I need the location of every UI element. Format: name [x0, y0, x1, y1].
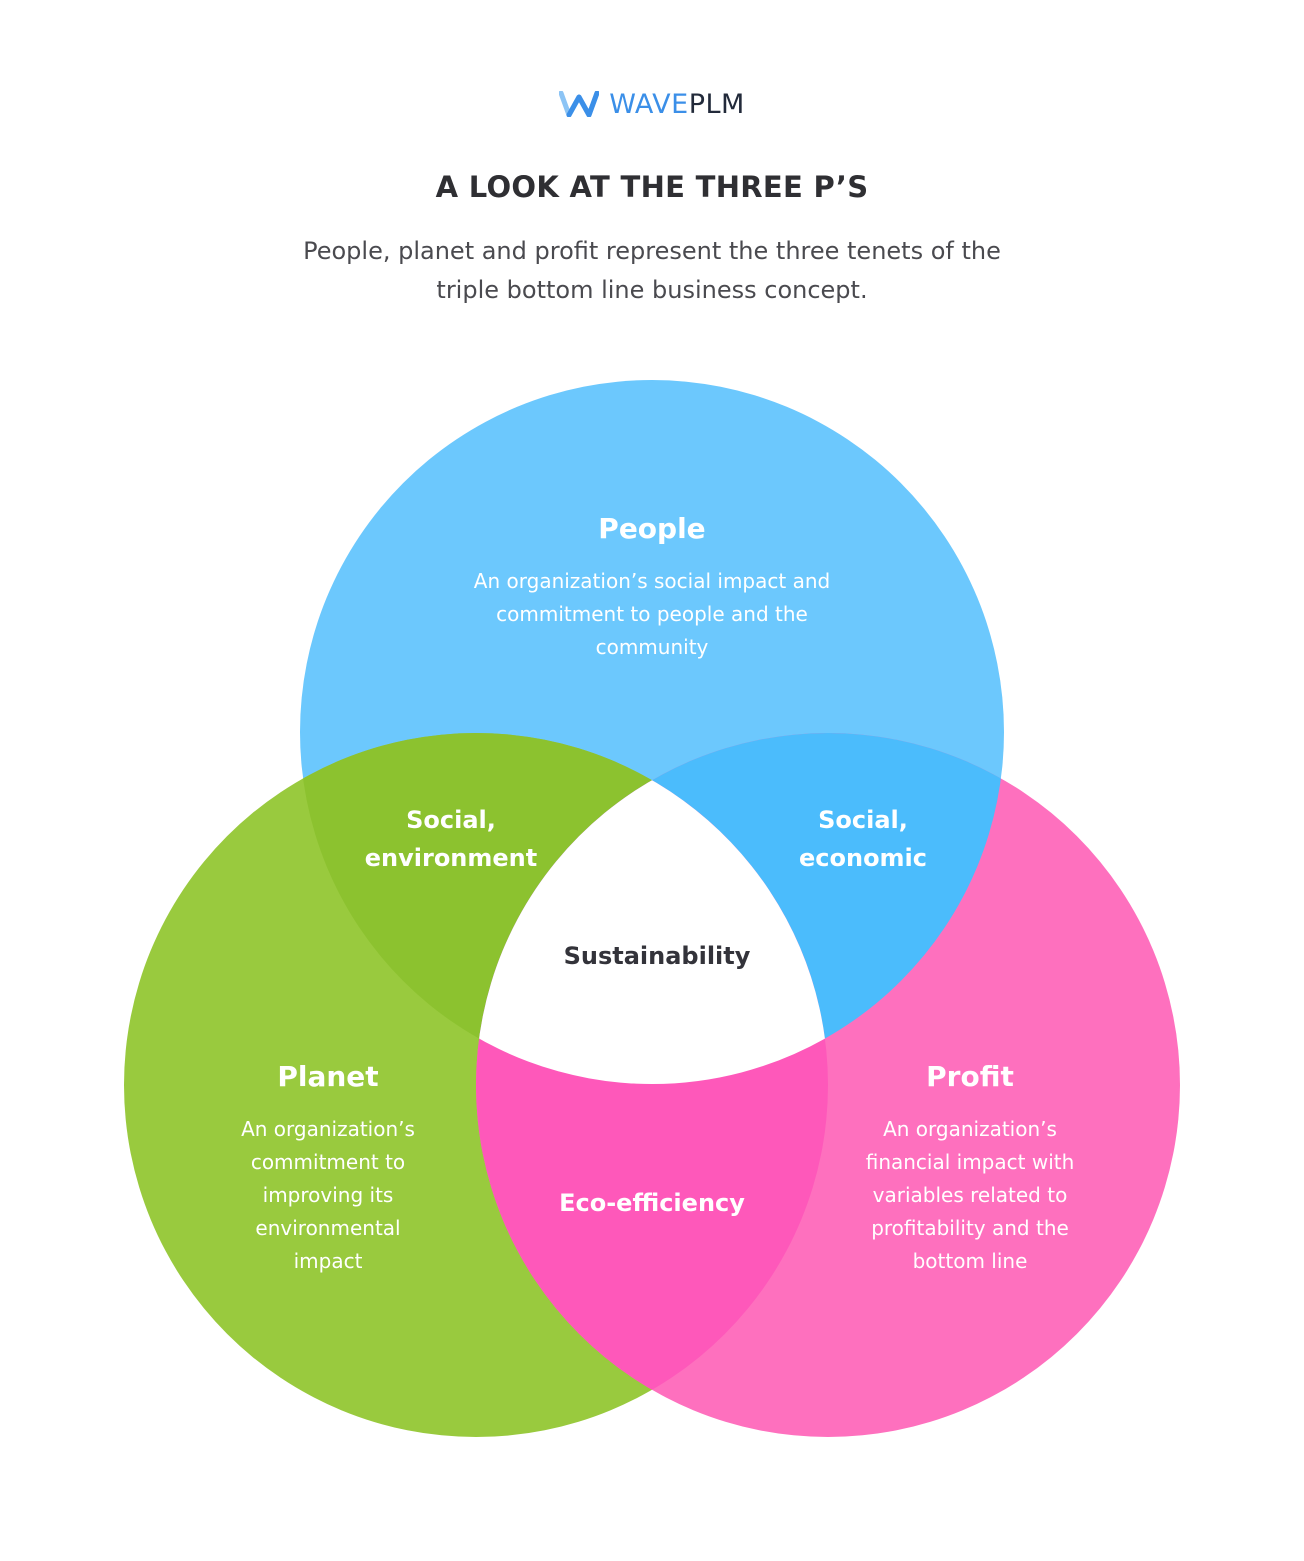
- center-overlap: [476, 733, 828, 1084]
- wave-w-icon: [559, 91, 600, 117]
- people-description: An organization’s social impact and comm…: [473, 569, 831, 659]
- people-title: People: [598, 512, 706, 545]
- sustainability-label: Sustainability: [563, 942, 751, 970]
- brand-name-plm: PLM: [688, 88, 745, 120]
- people-planet-label: Social, environment: [364, 806, 538, 872]
- planet-profit-label: Eco-efficiency: [559, 1189, 745, 1217]
- planet-description: An organization’s commitment to improvin…: [241, 1117, 415, 1273]
- brand-name-wave: WAVE: [609, 88, 689, 120]
- brand-name: WAVEPLM: [609, 91, 745, 118]
- profit-title: Profit: [926, 1060, 1014, 1093]
- profit-description: An organization’s financial impact with …: [865, 1117, 1075, 1273]
- people-profit-label: Social, economic: [798, 806, 928, 872]
- page-subtitle: People, planet and profit represent the …: [303, 237, 1001, 304]
- planet-title: Planet: [277, 1060, 379, 1093]
- page-title: A LOOK AT THE THREE P’S: [435, 170, 869, 204]
- brand-logo: WAVEPLM: [0, 84, 1304, 124]
